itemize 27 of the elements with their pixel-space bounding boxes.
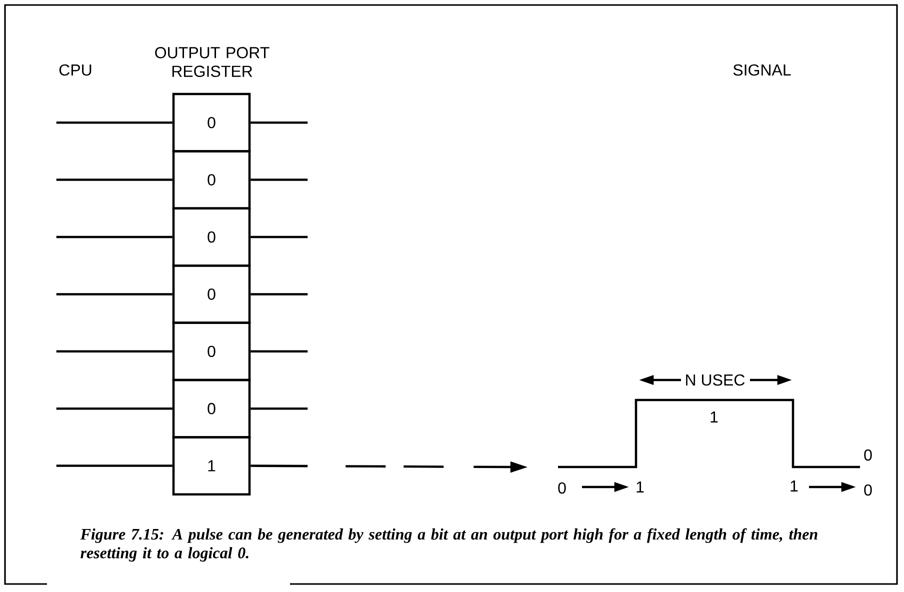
connection-line xyxy=(56,464,172,467)
connection-line xyxy=(250,293,308,296)
register-cell: 0 xyxy=(172,264,251,324)
connection-line xyxy=(56,407,172,410)
register-cell: 0 xyxy=(172,322,251,382)
connection-line xyxy=(56,178,172,181)
register-cell: 0 xyxy=(172,207,251,267)
connection-line xyxy=(250,407,308,410)
register-cell: 1 xyxy=(172,436,251,496)
connection-line xyxy=(56,236,172,238)
register-cell: 0 xyxy=(172,92,251,152)
signal-label: SIGNAL xyxy=(733,64,791,76)
bit-value: 0 xyxy=(864,484,872,496)
connection-line xyxy=(56,293,172,296)
connection-line xyxy=(56,121,172,124)
bit-value: 1 xyxy=(710,412,718,422)
signal-label: CPU xyxy=(59,64,92,76)
connection-line xyxy=(250,236,308,238)
signal-label: OUTPUT PORT REGISTER xyxy=(155,47,270,77)
register-cell: 0 xyxy=(172,378,251,438)
connection-line xyxy=(250,121,308,124)
caption: Figure 7.15: A pulse can be generated by setting a bit at an output port high for a fixed length of time, then resetting it to a logical 0. xyxy=(80,528,818,562)
connection-line xyxy=(250,350,308,353)
connection-line xyxy=(250,178,308,181)
register-cell: 0 xyxy=(172,150,251,210)
pulse-waveform-drawing xyxy=(558,398,860,468)
connection-line xyxy=(56,350,172,353)
